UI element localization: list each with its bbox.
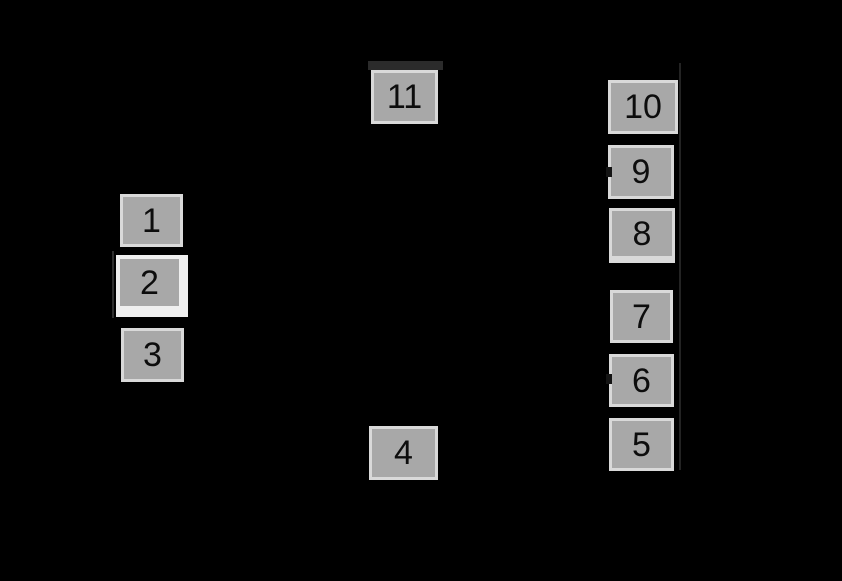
shape-box-1[interactable]: 1 — [120, 194, 183, 247]
shape-box-6[interactable]: 6 — [609, 354, 674, 407]
box-label: 9 — [631, 153, 651, 191]
connector-line-right-column — [679, 63, 681, 470]
box-label: 10 — [624, 88, 662, 126]
box-label: 8 — [632, 214, 652, 253]
shape-box-8[interactable]: 8 — [609, 208, 675, 263]
shape-box-3[interactable]: 3 — [121, 328, 184, 382]
box-label: 2 — [140, 263, 159, 302]
arrow-notch-box-9 — [606, 167, 612, 177]
box-label: 7 — [632, 297, 651, 336]
box-label: 1 — [142, 201, 161, 240]
shape-box-11[interactable]: 11 — [371, 70, 438, 124]
box-label: 6 — [632, 361, 651, 400]
shape-box-9[interactable]: 9 — [608, 145, 674, 199]
arrow-notch-box-6 — [606, 374, 612, 384]
shape-box-7[interactable]: 7 — [610, 290, 673, 343]
box-label: 4 — [394, 434, 413, 472]
cursor-line-left-of-box-2 — [112, 251, 114, 318]
shape-box-4[interactable]: 4 — [369, 426, 438, 480]
box-label: 5 — [632, 425, 651, 464]
box-label: 3 — [143, 336, 162, 374]
shape-box-10[interactable]: 10 — [608, 80, 678, 134]
shape-box-2[interactable]: 2 — [116, 255, 188, 317]
box-label: 11 — [386, 78, 423, 116]
shape-box-5[interactable]: 5 — [609, 418, 674, 471]
dark-bar-above-box-11 — [368, 61, 443, 70]
